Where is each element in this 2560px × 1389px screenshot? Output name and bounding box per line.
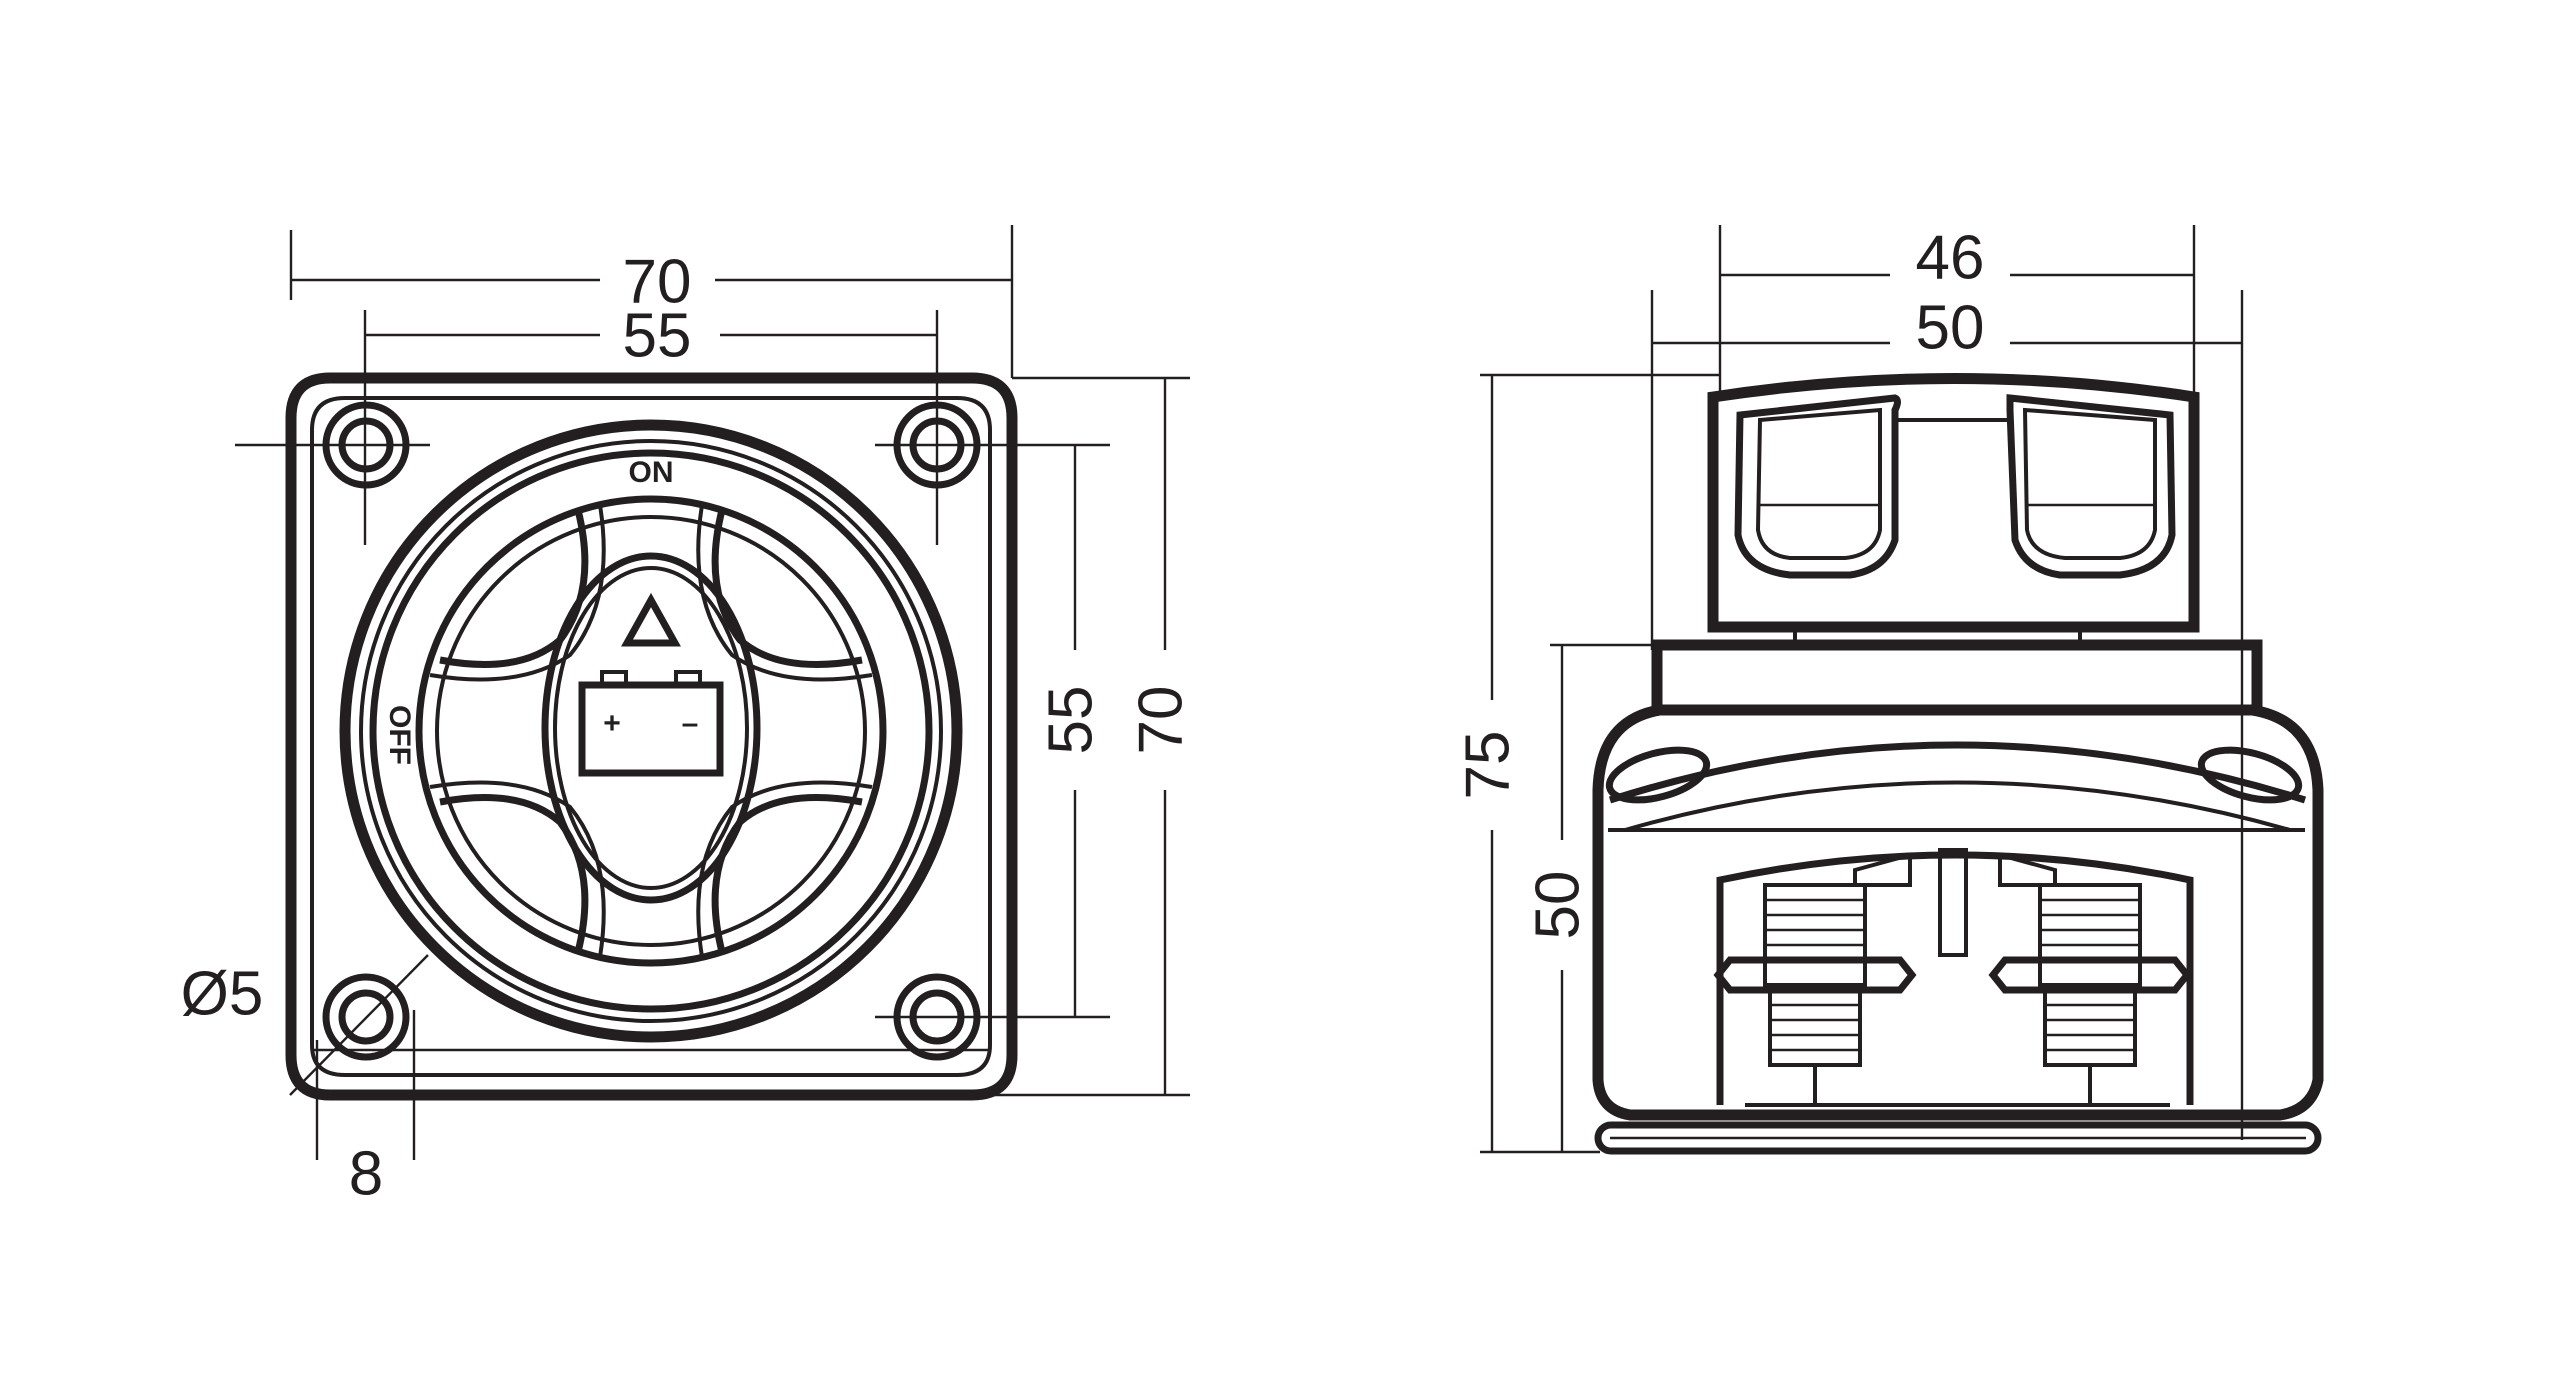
battery-plus-label: +	[603, 707, 621, 740]
dim-hole-spacing-v-value: 55	[1036, 686, 1105, 755]
battery-minus-label: –	[682, 707, 699, 740]
handle	[1707, 373, 2200, 633]
dim-base-width-value: 50	[1916, 293, 1985, 362]
dim-overall-width: 70	[289, 225, 1014, 378]
on-label: ON	[629, 456, 674, 489]
dim-hole-spacing-h: 55	[363, 301, 939, 545]
terminal-stud-left	[1713, 883, 1917, 1105]
dim-hole-spacing-h-value: 55	[623, 301, 692, 370]
dim-hole-spacing-v: 55	[1036, 445, 1105, 1017]
terminal-stud-right	[1988, 883, 2192, 1105]
dim-overall-width-value: 70	[623, 247, 692, 316]
dim-top-width: 46	[1718, 223, 2196, 400]
dim-body-height-value: 50	[1523, 871, 1592, 940]
direction-arrow-icon	[621, 592, 681, 647]
dim-hole-diameter-value: Ø5	[181, 959, 264, 1028]
dim-total-height-value: 75	[1453, 731, 1522, 800]
off-label: OFF	[383, 705, 416, 765]
side-view: 46 50	[1453, 223, 2324, 1155]
dim-hole-offset-value: 8	[349, 1139, 383, 1208]
dim-hole-diameter: Ø5	[181, 954, 429, 1096]
base-plate	[1594, 1121, 2322, 1155]
battery-icon: + –	[578, 670, 724, 777]
plate-inner-edge	[310, 396, 992, 1077]
dim-overall-height-value: 70	[1126, 686, 1195, 755]
body	[1592, 704, 2324, 1121]
front-view: 70 55	[181, 225, 1195, 1208]
dim-overall-height: 70	[975, 376, 1195, 1097]
rotary-knob: + – ON OFF	[339, 419, 963, 1043]
dim-body-height: 50	[1523, 643, 1660, 1152]
mounting-plate	[285, 372, 1018, 1101]
dim-hole-offset: 8	[315, 1010, 416, 1208]
mounting-holes	[235, 401, 1110, 1061]
neck-block	[1651, 639, 2263, 716]
dim-total-height: 75	[1453, 373, 1720, 1154]
dim-top-width-value: 46	[1916, 223, 1985, 292]
